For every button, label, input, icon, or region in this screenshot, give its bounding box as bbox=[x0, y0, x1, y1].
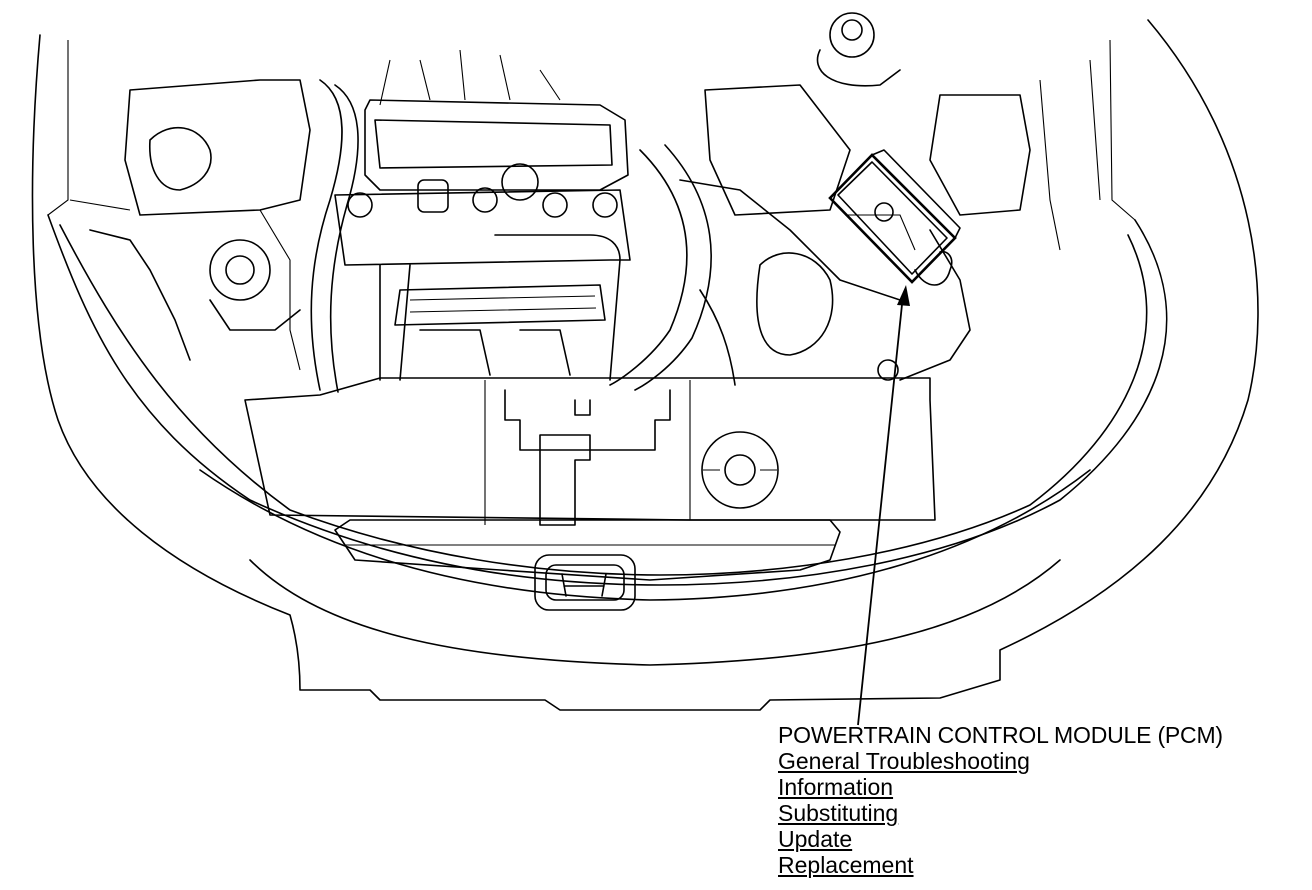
link-general-troubleshooting[interactable]: General Troubleshooting bbox=[778, 748, 1030, 774]
right-side-components bbox=[609, 12, 1101, 391]
pcm-leader-line bbox=[857, 285, 910, 726]
hood-outline bbox=[31, 19, 1259, 711]
pcm-callout-title: POWERTRAIN CONTROL MODULE (PCM) bbox=[778, 722, 1223, 748]
honda-h-emblem-icon bbox=[534, 554, 636, 611]
left-side-components bbox=[69, 79, 359, 393]
engine-block bbox=[334, 49, 631, 381]
pcm-module bbox=[828, 149, 961, 286]
pcm-callout: POWERTRAIN CONTROL MODULE (PCM) General … bbox=[778, 722, 1223, 878]
link-information[interactable]: Information bbox=[778, 774, 894, 800]
link-replacement[interactable]: Replacement bbox=[778, 852, 914, 878]
radiator-cover bbox=[244, 377, 936, 526]
link-substituting[interactable]: Substituting bbox=[778, 800, 899, 826]
link-update[interactable]: Update bbox=[778, 826, 853, 852]
front-grille bbox=[47, 214, 1168, 666]
